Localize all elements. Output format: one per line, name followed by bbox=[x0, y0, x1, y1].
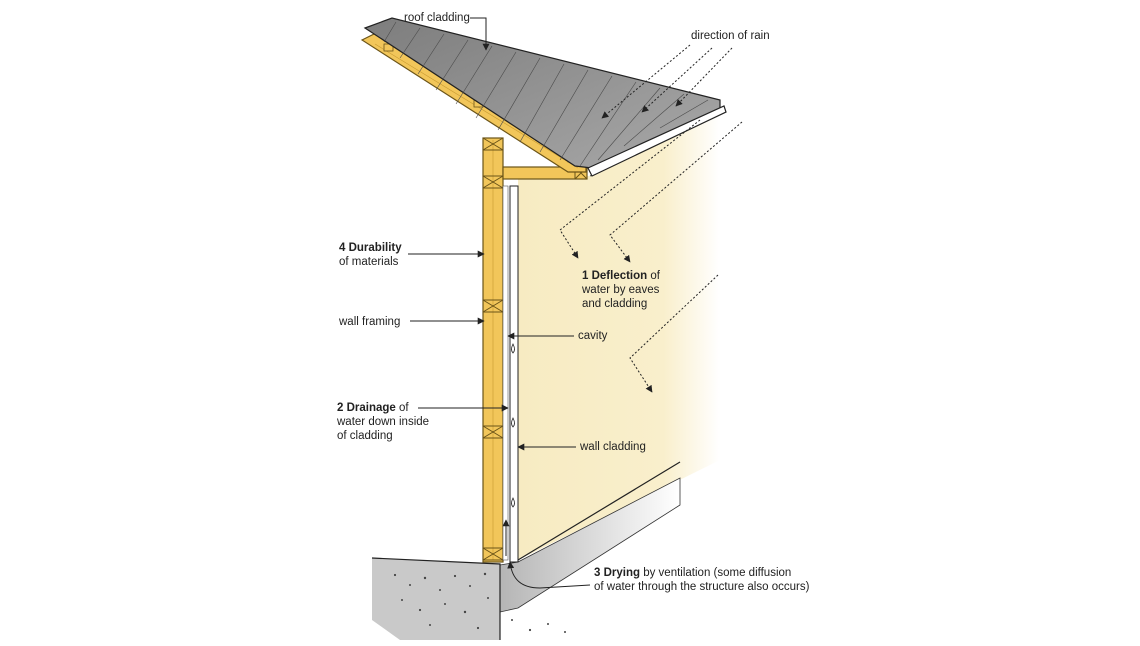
drainage-line3: of cladding bbox=[337, 430, 393, 442]
label-wall-cladding: wall cladding bbox=[580, 441, 646, 453]
drainage-heading: 2 Drainage bbox=[337, 402, 396, 414]
label-drainage: 2 Drainage of water down inside of cladd… bbox=[337, 401, 429, 443]
drainage-suffix: of bbox=[395, 402, 409, 414]
roof-corrugation-lines bbox=[383, 21, 709, 167]
drainage-line2: water down inside bbox=[337, 416, 430, 428]
rain-direction-arrows bbox=[559, 44, 743, 393]
leader-arrows bbox=[408, 17, 591, 589]
label-durability: 4 Durability of materials bbox=[339, 241, 402, 269]
deflection-line3: and cladding bbox=[582, 298, 648, 310]
wall-bottom-edge bbox=[517, 461, 681, 561]
wall-cladding-face bbox=[518, 113, 720, 560]
ground-surface bbox=[372, 558, 500, 640]
drying-suffix: by ventilation (some diffusion bbox=[640, 567, 792, 579]
water-drips bbox=[511, 343, 515, 508]
deflection-suffix: of bbox=[647, 270, 660, 282]
deflection-line2: water by eaves bbox=[582, 284, 660, 296]
label-cavity: cavity bbox=[578, 330, 608, 342]
deflection-heading: 1 Deflection bbox=[582, 270, 648, 282]
drying-line2: of water through the structure also occu… bbox=[594, 581, 810, 593]
label-direction-of-rain: direction of rain bbox=[691, 30, 770, 42]
drying-heading: 3 Drying bbox=[594, 567, 641, 579]
label-deflection: 1 Deflection of water by eaves and cladd… bbox=[582, 269, 660, 311]
drying-leader bbox=[507, 561, 591, 589]
label-roof-cladding: roof cladding bbox=[404, 12, 470, 24]
durability-heading: 4 Durability bbox=[339, 242, 402, 254]
label-wall-framing: wall framing bbox=[339, 316, 401, 328]
roof-cladding-leader bbox=[470, 17, 490, 51]
label-drying: 3 Drying by ventilation (some diffusion … bbox=[594, 566, 809, 594]
durability-detail: of materials bbox=[339, 256, 399, 268]
gutter bbox=[587, 105, 727, 177]
cavity-batten bbox=[502, 185, 509, 561]
ground-speckles bbox=[393, 572, 566, 633]
